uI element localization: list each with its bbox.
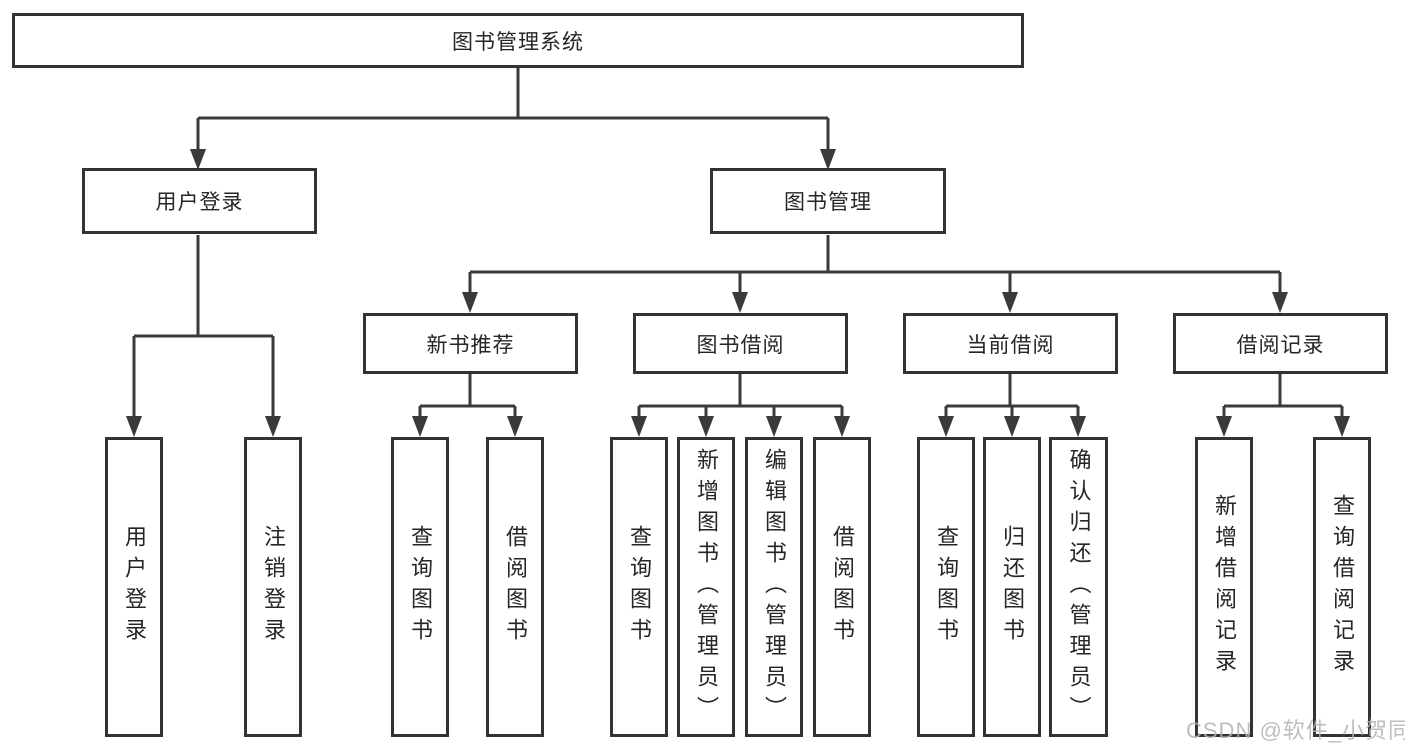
leaf-label: 新增借阅记录 [1212,494,1237,680]
node-leaf-query-books-3: 查询图书 [917,437,975,737]
leaf-label: 借阅图书 [830,525,855,649]
node-book-borrow: 图书借阅 [633,313,848,374]
leaf-label: 查询图书 [408,525,433,649]
leaf-label: 归还图书 [1000,525,1025,649]
connector-current-children [938,374,1086,437]
leaf-label: 编辑图书（管理员） [762,447,787,727]
node-leaf-user-login: 用户登录 [105,437,163,737]
leaf-label: 借阅图书 [503,525,528,649]
node-leaf-borrow-books-2: 借阅图书 [813,437,871,737]
node-leaf-query-books: 查询图书 [391,437,449,737]
connector-records-children [1216,374,1350,437]
node-leaf-borrow-books: 借阅图书 [486,437,544,737]
leaf-label: 新增图书（管理员） [694,447,719,727]
connector-new-books-children [412,374,523,437]
node-book-management: 图书管理 [710,168,946,234]
csdn-watermark: CSDN @软件_小贺同学 [1186,718,1405,743]
leaf-label: 用户登录 [122,525,147,649]
leaf-label: 查询图书 [934,525,959,649]
node-leaf-confirm-return-admin: 确认归还（管理员） [1049,437,1108,737]
node-leaf-add-borrow-record: 新增借阅记录 [1195,437,1253,737]
leaf-label: 确认归还（管理员） [1066,447,1092,727]
node-leaf-query-books-2: 查询图书 [610,437,668,737]
node-borrow-records: 借阅记录 [1173,313,1388,374]
node-leaf-query-borrow-record: 查询借阅记录 [1313,437,1371,737]
node-leaf-logout: 注销登录 [244,437,302,737]
connector-book-mgmt-children [462,235,1288,313]
leaf-label: 注销登录 [261,525,286,649]
node-new-book-recommend: 新书推荐 [363,313,578,374]
connector-root-to-level2 [190,68,836,170]
leaf-label: 查询图书 [627,525,652,649]
connector-borrow-children [631,374,850,437]
node-user-login: 用户登录 [82,168,317,234]
node-leaf-edit-books-admin: 编辑图书（管理员） [745,437,803,737]
node-current-borrow: 当前借阅 [903,313,1118,374]
node-leaf-add-books-admin: 新增图书（管理员） [677,437,735,737]
node-leaf-return-books: 归还图书 [983,437,1041,737]
node-root-system: 图书管理系统 [12,13,1024,68]
leaf-label: 查询借阅记录 [1330,494,1355,680]
connector-user-login-children [126,235,281,437]
